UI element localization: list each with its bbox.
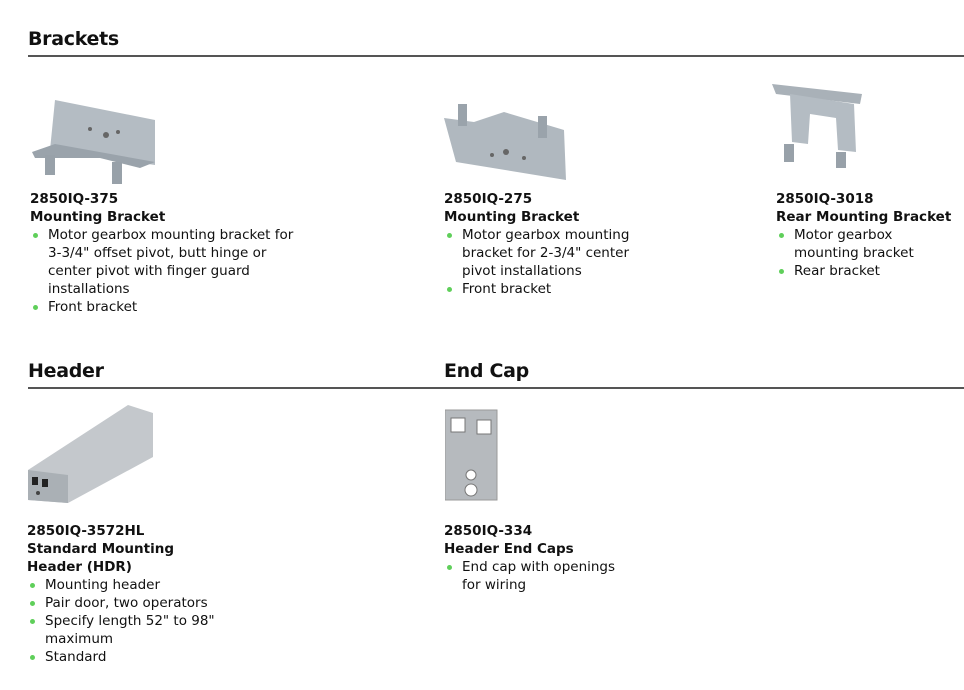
divider bbox=[28, 387, 964, 389]
part-number: 2850IQ-3018 bbox=[776, 191, 874, 207]
product-name: Rear Mounting Bracket bbox=[776, 209, 952, 225]
bullet-item: Front bracket bbox=[444, 280, 654, 298]
part-number: 2850IQ-375 bbox=[30, 191, 119, 207]
product-name: Mounting Bracket bbox=[30, 209, 166, 225]
bullet-item: Specify length 52" to 98" maximum bbox=[27, 612, 232, 648]
product-item: 2850IQ-375 Mounting Bracket Motor gearbo… bbox=[30, 190, 300, 316]
product-item: 2850IQ-275 Mounting Bracket Motor gearbo… bbox=[444, 190, 654, 298]
bullet-item: Motor gearbox mounting bracket for 3-3/4… bbox=[30, 226, 300, 298]
part-number: 2850IQ-3572HL bbox=[27, 523, 145, 539]
bullet-item: Standard bbox=[27, 648, 232, 666]
bullet-item: Front bracket bbox=[30, 298, 300, 316]
mounting-header-image bbox=[28, 405, 153, 503]
product-name: Standard Mounting Header (HDR) bbox=[27, 541, 174, 575]
product-item: 2850IQ-334 Header End Caps End cap with … bbox=[444, 522, 634, 594]
divider bbox=[28, 55, 964, 57]
mounting-bracket-275-image bbox=[444, 104, 566, 180]
bullet-item: Motor gearbox mounting bracket for 2-3/4… bbox=[444, 226, 654, 280]
part-number: 2850IQ-275 bbox=[444, 191, 533, 207]
bullet-item: Pair door, two operators bbox=[27, 594, 232, 612]
header-end-cap-image bbox=[445, 409, 498, 501]
bullet-item: Motor gearbox mounting bracket bbox=[776, 226, 956, 262]
bullet-item: End cap with openings for wiring bbox=[444, 558, 634, 594]
bullet-item: Mounting header bbox=[27, 576, 232, 594]
section-title-header: Header bbox=[28, 360, 104, 382]
section-title-end-cap: End Cap bbox=[444, 360, 529, 382]
product-item: 2850IQ-3572HL Standard Mounting Header (… bbox=[27, 522, 232, 666]
rear-mounting-bracket-image bbox=[772, 84, 862, 168]
section-title-brackets: Brackets bbox=[28, 28, 119, 50]
mounting-bracket-375-image bbox=[32, 100, 155, 184]
part-number: 2850IQ-334 bbox=[444, 523, 533, 539]
product-name: Header End Caps bbox=[444, 541, 574, 557]
bullet-item: Rear bracket bbox=[776, 262, 956, 280]
product-item: 2850IQ-3018 Rear Mounting Bracket Motor … bbox=[776, 190, 956, 280]
product-name: Mounting Bracket bbox=[444, 209, 580, 225]
